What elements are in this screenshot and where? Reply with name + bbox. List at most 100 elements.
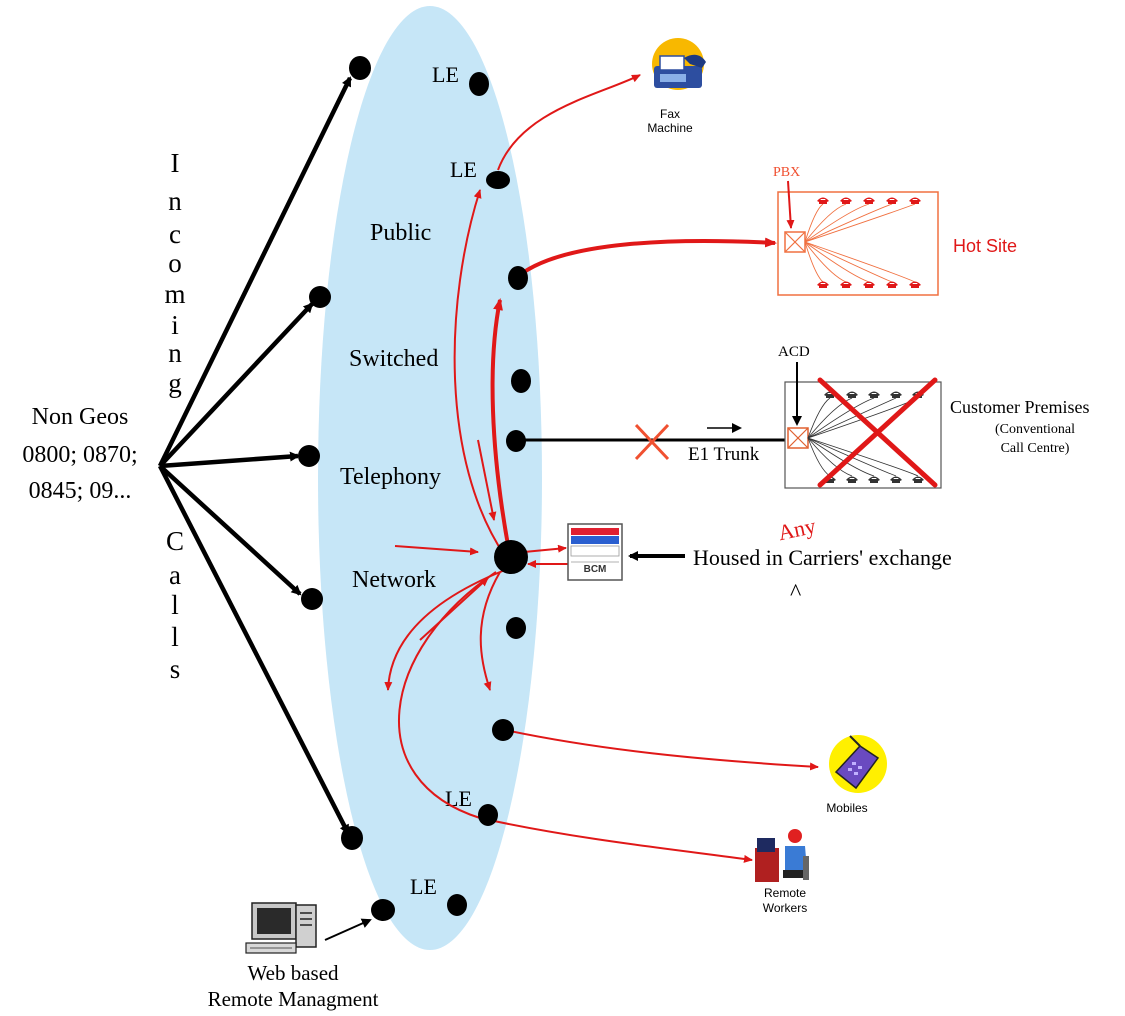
network-words: Public Switched Telephony Network [340,220,441,593]
le-label: LE [450,157,477,182]
route-to-bcm [523,544,567,553]
node [508,266,528,290]
incoming-arrow-1 [157,76,353,467]
customer-premises-box [784,377,942,489]
non-geos-line-1: Non Geos [32,404,129,430]
node [486,171,510,189]
node [341,826,363,850]
node [478,804,498,826]
route-up-diag [419,577,489,641]
node [298,445,320,467]
route-central-thick [490,298,512,557]
remote-workers-label-2: Workers [763,901,807,915]
route-to-remote [398,571,753,863]
word-network: Network [352,567,436,593]
cross-icon [634,423,670,461]
incoming-arrow-5 [157,464,351,835]
node [349,56,371,80]
incoming-letter: c [169,219,181,249]
fax-label-line-2: Machine [647,121,693,135]
node [506,617,526,639]
cross-icon [817,377,938,488]
incoming-arrow-4 [158,464,302,596]
node [492,719,514,741]
node [447,894,467,916]
bcm-label: BCM [584,564,607,575]
node [506,430,526,452]
route-down-in [477,439,497,521]
phone-icon [840,281,852,288]
hot-site-title: Hot Site [953,236,1017,256]
calls-letter: l [171,590,179,620]
phone-icon [863,197,875,204]
incoming-letter: i [171,310,179,340]
route-central-up [453,189,506,557]
computer-icon [245,902,317,954]
incoming-letter: I [171,148,180,178]
word-public: Public [370,220,431,246]
remote-workers-label-1: Remote [764,886,806,900]
word-telephony: Telephony [340,464,441,490]
pbx-pointer-arrow [786,180,795,229]
pstn-ellipse [318,6,542,950]
calls-letter: a [169,560,181,590]
le-labels: LE LE LE LE [410,62,477,899]
le-label: LE [432,62,459,87]
phone-icon [886,281,898,288]
network-nodes [298,56,531,921]
phone-icon [909,197,921,204]
acd-label: ACD [778,344,810,360]
fax-label-line-1: Fax [660,107,680,121]
route-left-in [394,545,479,556]
non-geos-line-3: 0845; 09... [29,478,132,504]
incoming-letter: g [168,368,182,398]
phone-icon [909,281,921,288]
le-label: LE [445,786,472,811]
remote-worker-icon [755,829,809,882]
customer-premises-sub-1: (Conventional [995,422,1075,437]
incoming-letter: m [164,279,185,309]
mobiles-label: Mobiles [826,801,867,815]
phone-icon [863,281,875,288]
incoming-letter: o [168,248,182,278]
node [511,369,531,393]
incoming-call-arrows [157,76,353,835]
calls-letter: l [171,622,179,652]
calls-letter: s [170,654,181,684]
node [469,72,489,96]
phone-icon [840,197,852,204]
insert-caret: ^ [790,580,801,606]
node [309,286,331,308]
non-geos-line-2: 0800; 0870; [22,442,137,468]
e1-trunk-label: E1 Trunk [688,444,760,465]
calls-letter: C [166,526,184,556]
route-to-hotsite [514,237,777,280]
bcm-server-icon [567,523,623,581]
mobile-phone-icon [829,735,887,793]
le-label: LE [410,874,437,899]
housed-in-exchange-text: Housed in Carriers' exchange [693,545,952,570]
red-routing-lines [384,74,819,863]
phone-icon [886,197,898,204]
remote-management-arrow [324,918,372,941]
fax-icon [652,38,706,90]
node [301,588,323,610]
node [371,899,395,921]
incoming-arrow-2 [158,302,314,468]
pbx-label: PBX [773,165,800,180]
incoming-arrow-3 [159,451,300,469]
route-to-mobiles [504,729,819,771]
incoming-letter: n [168,186,182,216]
incoming-vertical-label: I n c o m i n g [164,148,185,398]
phone-icon [817,197,829,204]
web-management-label-1: Web based [247,961,339,985]
central-node [494,540,528,574]
hot-site-box [777,191,939,296]
any-insert-text: Any [776,513,818,545]
incoming-letter: n [168,338,182,368]
non-geos-label: Non Geos 0800; 0870; 0845; 09... [22,404,137,504]
calls-vertical-label: C a l l s [166,526,184,684]
hot-site-wiring [804,203,916,283]
route-to-fax [497,74,641,171]
